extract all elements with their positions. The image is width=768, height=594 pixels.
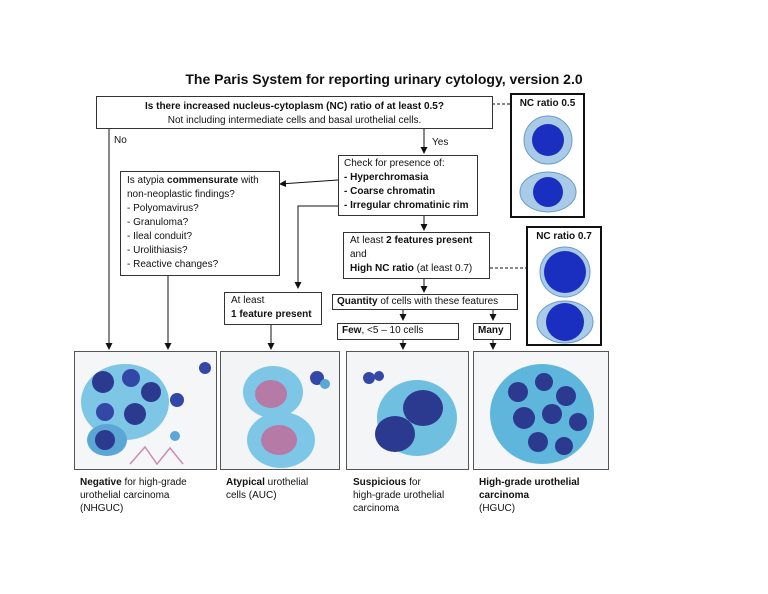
auc-cytology-image [220,351,340,470]
ileal-conduit-item: - Ileal conduit? [127,231,193,242]
urolithiasis-item: - Urolithiasis? [127,245,188,256]
cell-07a-nucleus [544,251,586,293]
hguc-cap-a: High-grade urothelial [479,477,580,488]
two-features-a: At least [350,235,387,246]
nc-ratio-07-box: NC ratio 0.7 [526,226,602,346]
atypia-q-line2: non-neoplastic findings? [127,189,235,200]
nc-ratio-note: Not including intermediate cells and bas… [167,115,422,126]
two-features-and: and [350,249,367,260]
nc-ratio-05-label: NC ratio 0.5 [519,98,576,109]
cell-05b-nucleus [533,177,563,207]
nhguc-cap-b: for high-grade [121,477,187,488]
coarse-chromatin-item: - Coarse chromatin [344,186,436,197]
few-label: Few [342,325,362,336]
one-feature-line2: 1 feature present [231,309,312,320]
few-box: Few, <5 – 10 cells [337,323,459,340]
quantity-box: Quantity of cells with these features [332,294,518,310]
check-to-atypia-arrow [279,179,339,188]
few-text: , <5 – 10 cells [361,325,424,336]
high-nc-ratio-label: High NC ratio [350,263,414,274]
many-box: Many [473,323,511,340]
polyomavirus-item: - Polyomavirus? [127,203,199,214]
atypia-question-box: Is atypia commensurate with non-neoplast… [120,171,280,276]
nc-ratio-question-box: Is there increased nucleus-cytoplasm (NC… [96,96,493,129]
no-label: No [114,135,127,146]
quantity-text: of cells with these features [377,296,499,307]
high-nc-ratio-note: (at least 0.7) [413,263,473,274]
atypia-q-a: Is atypia [127,175,168,186]
atypia-q-c: with [238,175,259,186]
atypia-q-b: commensurate [167,175,239,186]
irregular-rim-item: - Irregular chromatinic rim [344,200,469,211]
nc-ratio-05-box: NC ratio 0.5 [510,93,585,218]
nc-ratio-05-cells [519,115,577,213]
many-label: Many [478,325,504,336]
auc-cap-b: urothelial [264,477,309,488]
cell-07b-nucleus [546,303,584,341]
nhguc-cap-a: Negative [80,477,122,488]
one-feature-box: At least 1 feature present [224,292,322,325]
shguc-cap-d: carcinoma [353,503,400,514]
shguc-cap-b: for [406,477,421,488]
nc-ratio-question: Is there increased nucleus-cytoplasm (NC… [145,101,444,112]
quantity-label: Quantity [337,296,378,307]
auc-cap-c: cells (AUC) [226,490,277,501]
shguc-cap-a: Suspicious [353,477,407,488]
reactive-changes-item: - Reactive changes? [127,259,219,270]
nc-ratio-07-label: NC ratio 0.7 [536,231,592,242]
one-feature-line1: At least [231,295,265,306]
check-presence-box: Check for presence of: - Hyperchromasia … [338,155,478,216]
cell-05a-nucleus [532,124,564,156]
hyperchromasia-item: - Hyperchromasia [344,172,429,183]
two-features-box: At least 2 features present and High NC … [343,232,490,279]
hguc-cytology-image [473,351,609,470]
granuloma-item: - Granuloma? [127,217,189,228]
hguc-caption: High-grade urothelial carcinoma (HGUC) [479,476,580,515]
check-to-one-arrow [294,205,338,289]
auc-caption: Atypical urothelial cells (AUC) [226,476,308,502]
nhguc-caption: Negative for high-grade urothelial carci… [80,476,187,515]
auc-cap-a: Atypical [226,477,265,488]
nc-ratio-07-cells [536,246,594,344]
nhguc-cap-d: (NHGUC) [80,503,124,514]
hguc-cap-b: carcinoma [479,490,530,501]
shguc-cytology-image [346,351,469,470]
shguc-cap-c: high-grade urothelial [353,490,445,501]
shguc-caption: Suspicious for high-grade urothelial car… [353,476,444,522]
nhguc-cap-c: urothelial carcinoma [80,490,170,501]
check-presence-heading: Check for presence of: [344,158,445,169]
two-features-b: 2 features present [386,235,473,246]
nhguc-cytology-image [74,351,217,470]
diagram-title: The Paris System for reporting urinary c… [185,71,583,87]
yes-label: Yes [432,137,449,148]
hguc-cap-c: (HGUC) [479,503,516,514]
